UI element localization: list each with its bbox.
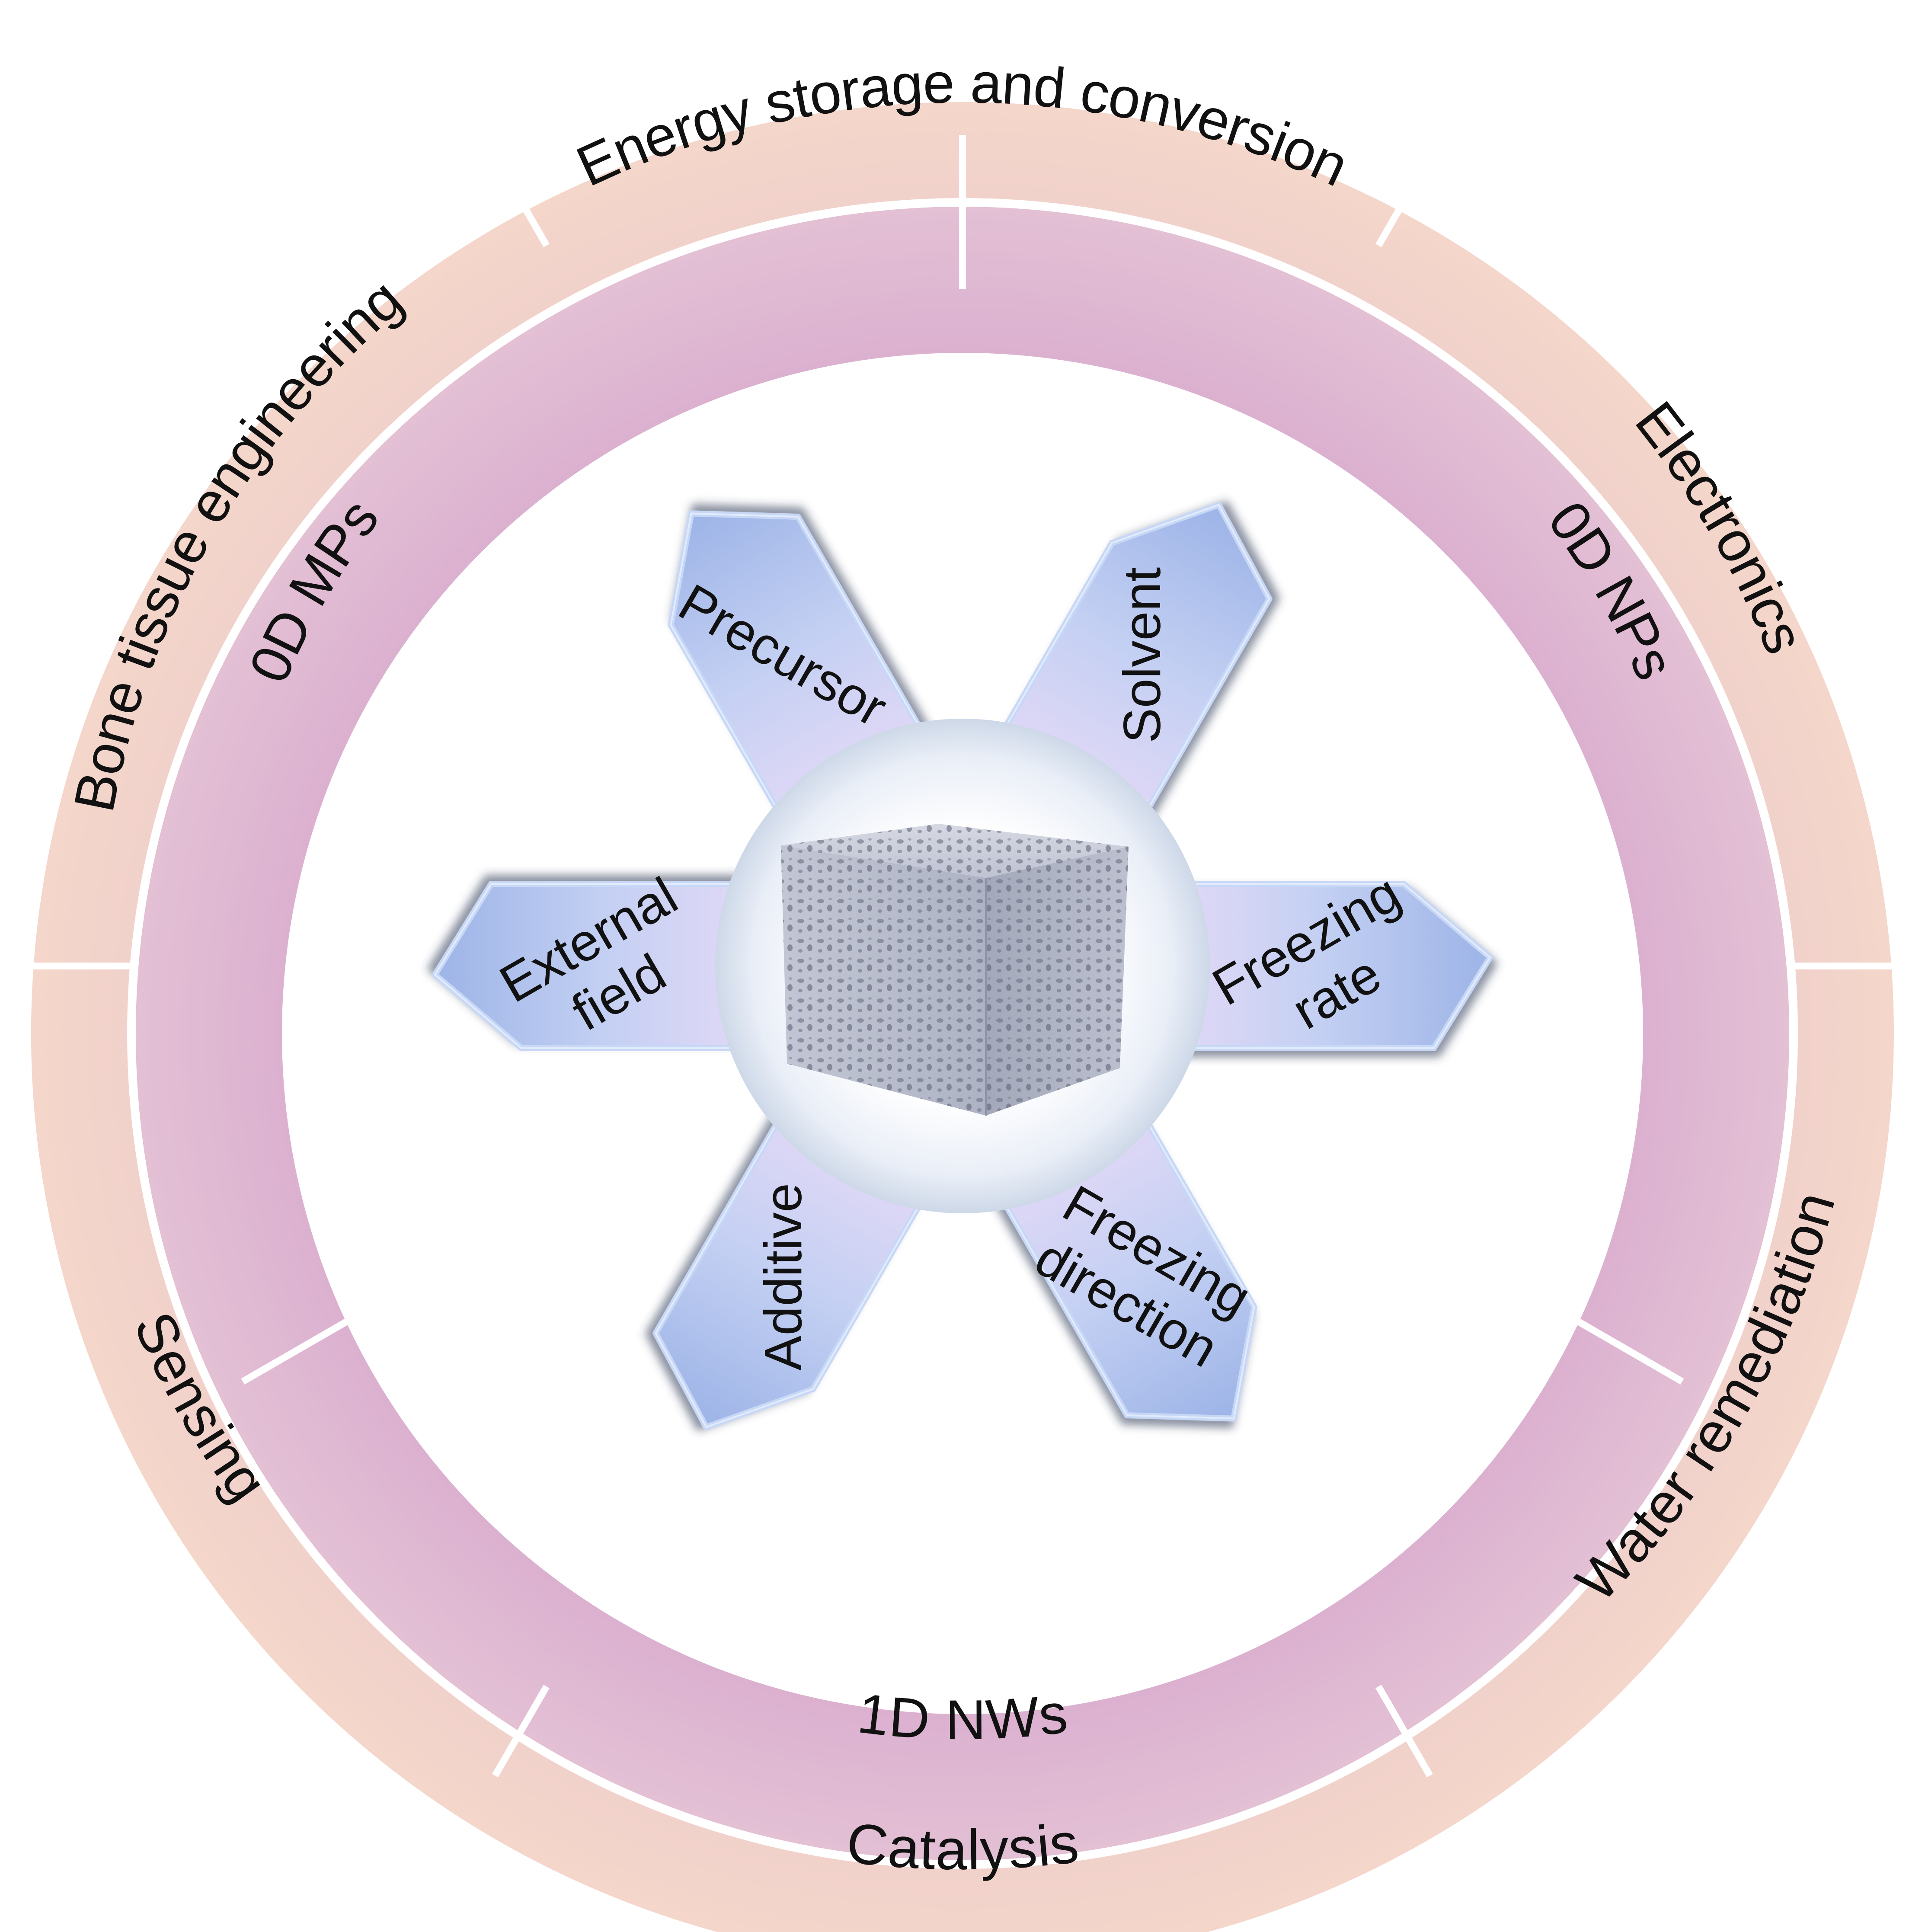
application-label: Catalysis xyxy=(844,1810,1081,1881)
outer-separator xyxy=(1375,154,1433,247)
middle-separator xyxy=(1547,1302,1684,1385)
outer-separator xyxy=(492,1685,550,1778)
factor-label: Additive xyxy=(754,1183,812,1371)
ring-separators xyxy=(28,135,1897,1778)
middle-separator xyxy=(241,1302,378,1385)
factor-label: Solvent xyxy=(1113,567,1171,743)
outer-separator xyxy=(492,154,550,247)
building-block-label: 1D NWs xyxy=(854,1681,1071,1751)
porous-cube-icon xyxy=(781,824,1129,1116)
outer-separator xyxy=(1375,1685,1433,1778)
